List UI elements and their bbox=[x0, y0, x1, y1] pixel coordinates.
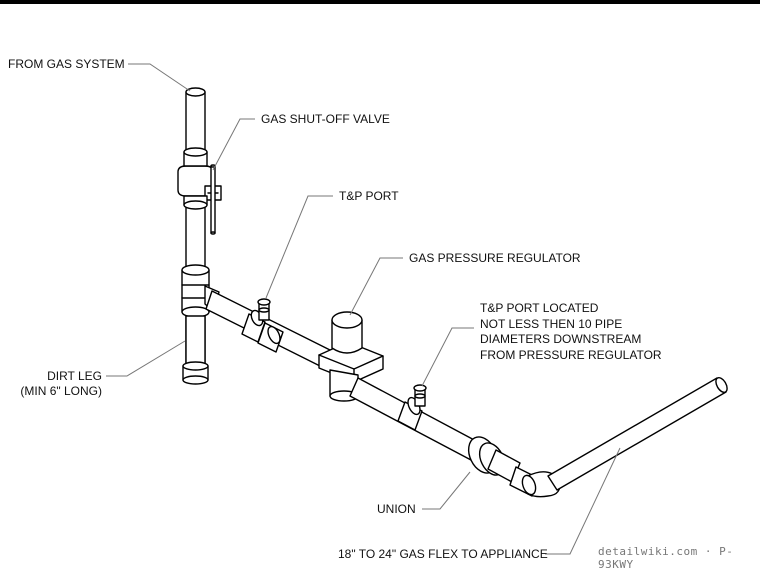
pipe-to-regulator bbox=[205, 290, 335, 371]
leader-lines bbox=[106, 63, 621, 555]
top-border bbox=[0, 0, 760, 4]
label-shutoff-valve: GAS SHUT-OFF VALVE bbox=[261, 112, 390, 126]
label-tp-port-located: T&P PORT LOCATED NOT LESS THEN 10 PIPE D… bbox=[480, 301, 662, 362]
leader-pressure-regulator bbox=[349, 257, 403, 316]
leader-tp-port bbox=[265, 195, 333, 299]
leader-tp-port-located bbox=[421, 327, 474, 387]
label-union: UNION bbox=[377, 502, 416, 516]
dirt-leg-pipe bbox=[182, 315, 209, 385]
leader-shutoff-valve bbox=[212, 118, 255, 171]
shutoff-valve bbox=[177, 147, 222, 235]
label-gas-flex: 18" TO 24" GAS FLEX TO APPLIANCE bbox=[338, 547, 548, 561]
leader-union bbox=[422, 471, 471, 510]
leader-from-gas-system bbox=[128, 63, 191, 92]
pipe-to-union bbox=[349, 377, 479, 461]
label-pressure-regulator: GAS PRESSURE REGULATOR bbox=[409, 251, 581, 265]
watermark: detailwiki.com · P-93KWY bbox=[598, 545, 734, 571]
leader-gas-flex bbox=[545, 447, 621, 555]
label-dirt-leg: DIRT LEG (MIN 6" LONG) bbox=[20, 369, 102, 398]
gas-flex-pipe bbox=[547, 377, 728, 491]
leader-dirt-leg bbox=[106, 340, 186, 377]
label-from-gas-system: FROM GAS SYSTEM bbox=[8, 57, 125, 71]
union-fitting bbox=[467, 436, 521, 483]
label-tp-port: T&P PORT bbox=[339, 189, 399, 203]
